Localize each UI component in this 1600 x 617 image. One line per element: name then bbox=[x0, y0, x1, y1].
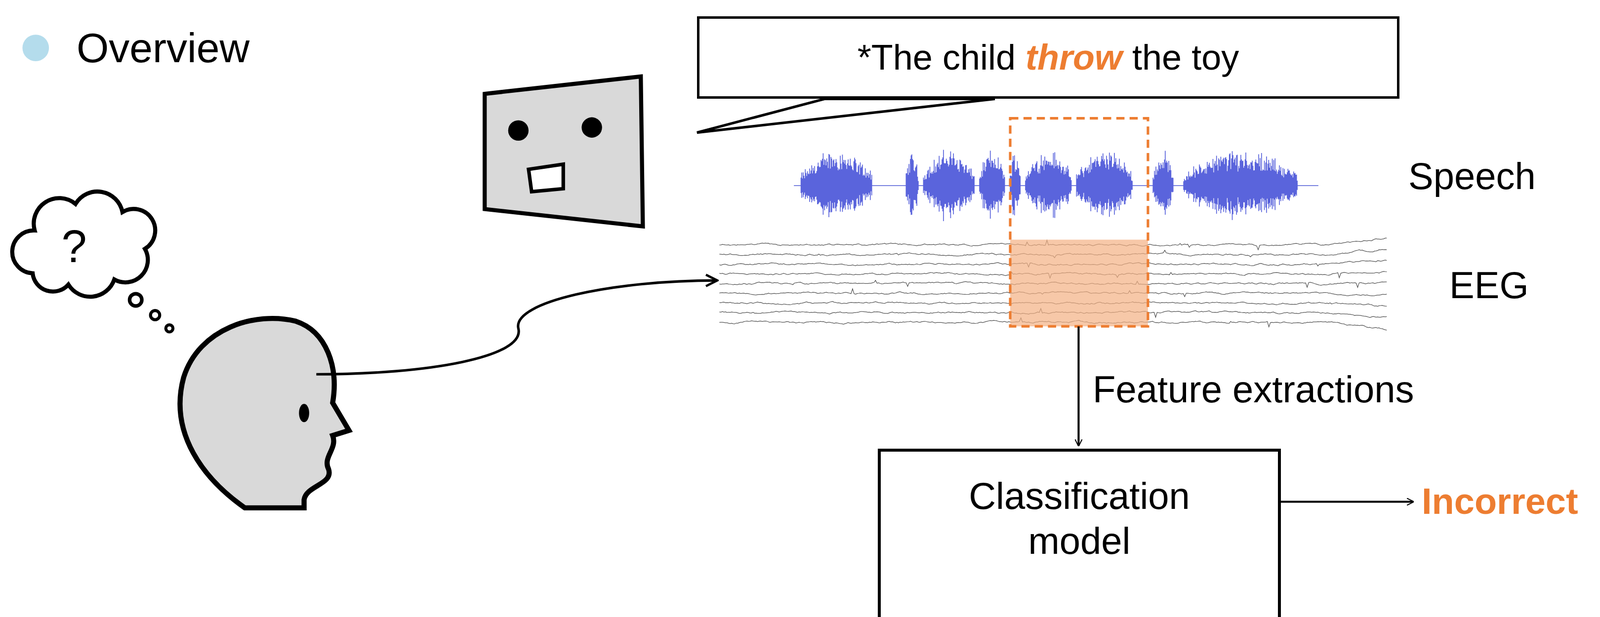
box-label: Classification model bbox=[941, 473, 1218, 564]
robot-face bbox=[484, 76, 643, 227]
highlight-fill bbox=[1010, 240, 1149, 328]
highlight-window bbox=[1010, 118, 1149, 327]
thought-cloud bbox=[12, 191, 173, 332]
step-label: Feature extractions bbox=[1092, 369, 1415, 411]
down-arrow bbox=[1077, 326, 1080, 447]
bubble-tail bbox=[697, 98, 995, 133]
question-mark: ? bbox=[61, 221, 87, 272]
signal-name: Speech bbox=[1408, 155, 1536, 198]
bullet-dot bbox=[22, 34, 49, 62]
heading: Overview bbox=[76, 25, 250, 71]
speech-bubble: *The child throw the toy bbox=[697, 16, 1400, 99]
electrode-cable bbox=[316, 280, 718, 375]
human-head bbox=[180, 318, 350, 509]
utterance-text: *The child throw the toy bbox=[857, 36, 1239, 79]
signal-name: EEG bbox=[1449, 264, 1529, 307]
output-arrow bbox=[1280, 500, 1414, 503]
speech-waveform bbox=[801, 150, 1298, 222]
eeg-traces bbox=[719, 238, 1387, 331]
process-box: Classification model bbox=[877, 449, 1281, 617]
output-label: Incorrect bbox=[1421, 481, 1579, 522]
